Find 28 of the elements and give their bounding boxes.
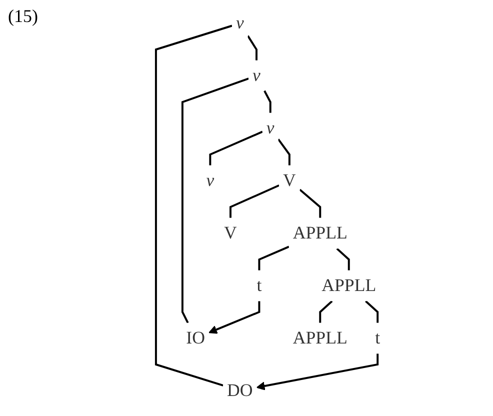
node-text: V [282, 170, 296, 190]
node-text: DO [227, 380, 253, 400]
node-text: v [206, 170, 214, 190]
connector [258, 246, 290, 270]
connector [336, 248, 350, 270]
node-text: v [252, 65, 260, 86]
connector [154, 24, 232, 386]
node-text: v [266, 118, 274, 138]
node-text: APPLL [322, 275, 376, 296]
node-text: IO [186, 328, 205, 348]
node-text: V [224, 222, 237, 243]
example-number: (15) [8, 6, 38, 26]
connector [365, 300, 379, 323]
connector [181, 78, 249, 324]
connector [209, 130, 263, 166]
arrow [208, 301, 260, 334]
connector [319, 300, 333, 323]
connector [264, 90, 272, 113]
node-text: APPLL [292, 328, 348, 348]
connector [277, 138, 290, 166]
arrow [256, 354, 379, 390]
connector [230, 184, 280, 218]
connector [299, 188, 322, 218]
node-text: t [256, 275, 262, 296]
node-text: APPLL [292, 222, 348, 243]
node-text: v [236, 12, 244, 33]
node-text: t [375, 328, 380, 348]
connector [247, 35, 258, 60]
